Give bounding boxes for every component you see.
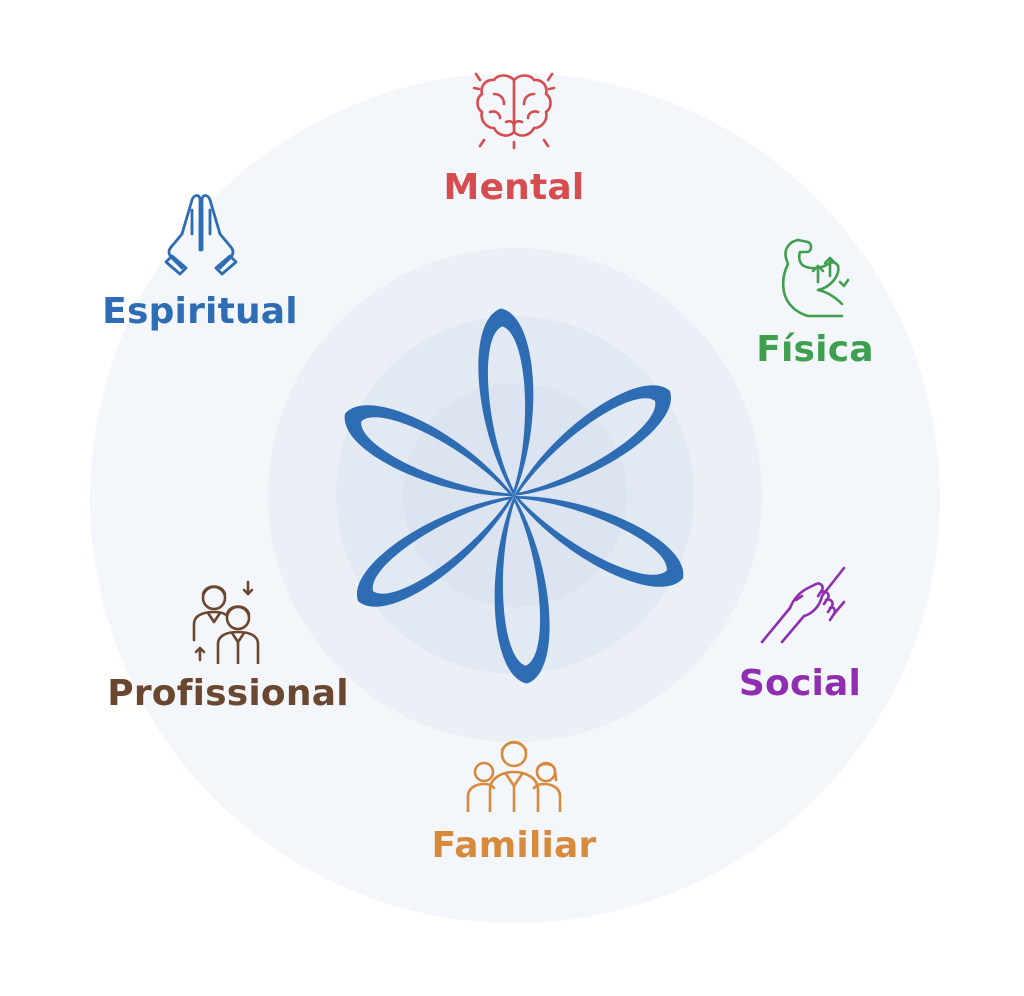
dimension-label-profissional: Profissional <box>107 673 349 714</box>
brain-icon <box>472 72 556 150</box>
coworkers-icon <box>192 580 260 664</box>
flower-petal <box>478 308 534 496</box>
flower-petal <box>514 495 684 587</box>
flower-petal <box>494 496 550 684</box>
dimension-label-fisica: Física <box>756 329 874 370</box>
dimension-label-familiar: Familiar <box>431 825 597 866</box>
handshake-icon <box>760 566 846 644</box>
flower-petal <box>514 385 672 496</box>
family-icon <box>466 740 562 812</box>
flexed-arm-icon <box>781 238 850 318</box>
flower-petal <box>344 405 514 497</box>
dimension-label-social: Social <box>738 663 862 704</box>
dimension-label-mental: Mental <box>443 167 585 208</box>
flower-petal <box>356 496 514 607</box>
praying-hands-icon <box>164 194 238 276</box>
dimension-label-espiritual: Espiritual <box>102 291 298 332</box>
